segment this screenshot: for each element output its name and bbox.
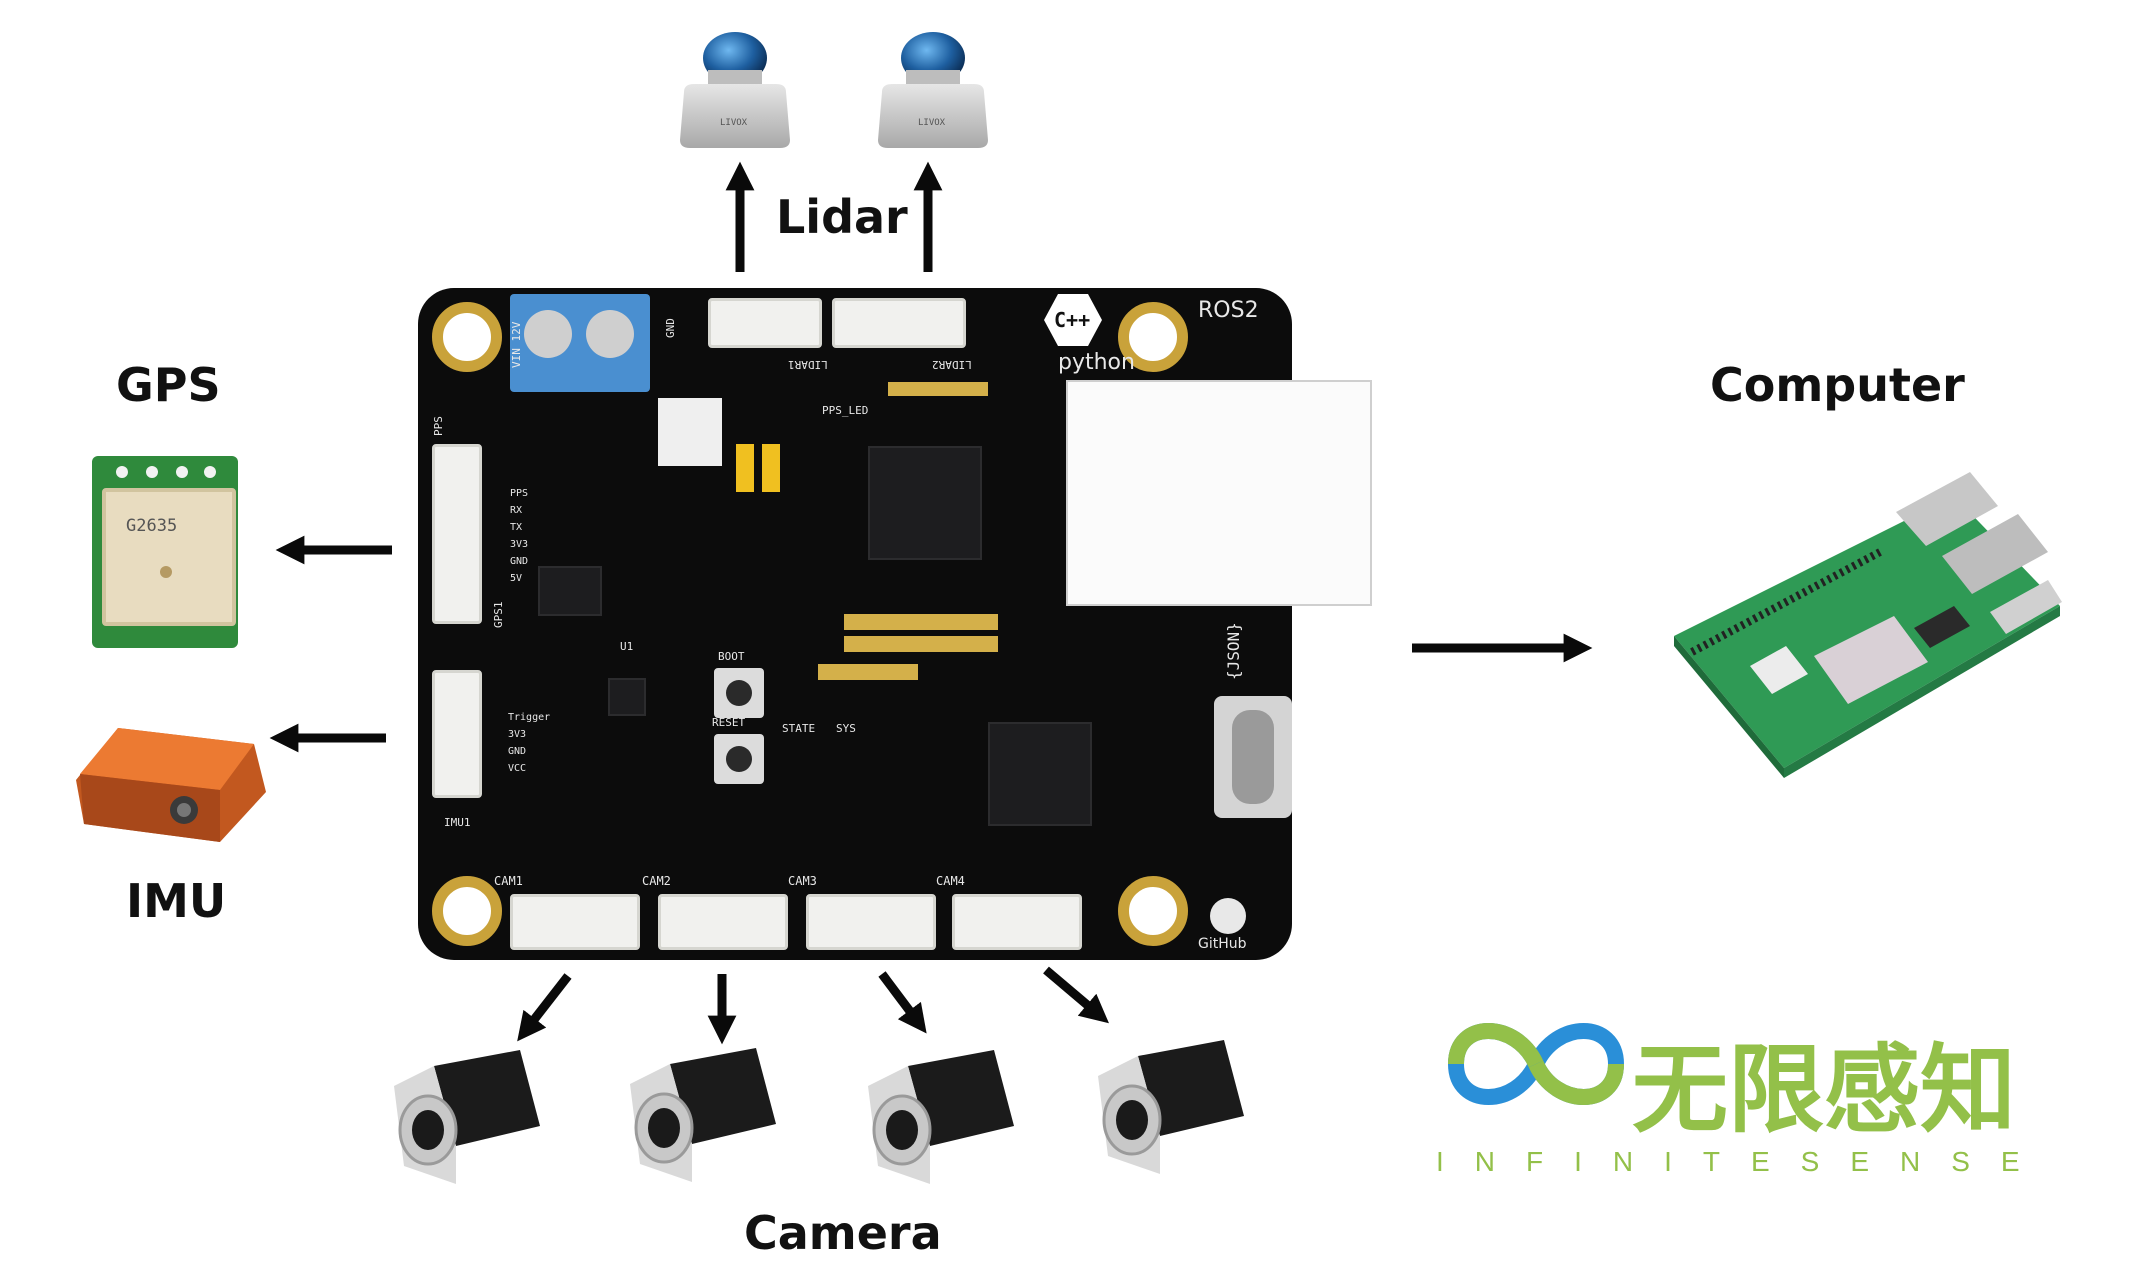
reset-silk: RESET [712,716,746,729]
json-silk: {JSON} [1224,622,1243,680]
usb-c-port[interactable] [1214,696,1292,818]
gps1-pin-labels: PPS RX TX 3V3 GND 5V [510,488,529,584]
gps-module: G2635 [92,456,238,648]
brand-name-cn: 无限感知 [1632,1034,2016,1146]
lidar-label: Lidar [776,190,908,244]
lidar-1-shape-icon [680,32,790,148]
lidar2-connector [832,298,966,348]
computer-device [1664,456,2064,786]
mounting-hole-top-right [1118,302,1188,372]
capacitor-1 [736,444,754,492]
mounting-hole-top-left [432,302,502,372]
cam2-connector [658,894,788,950]
gps-antenna-icon [102,488,236,626]
pps-led-silk: PPS_LED [822,404,869,417]
pps-silk: PPS [432,416,445,436]
camera-1-icon [394,1050,540,1184]
imu1-connector [432,670,482,798]
power-terminal-block [510,294,650,392]
gps-pin-holes [110,464,220,480]
computer-label: Computer [1710,358,1965,412]
sys-silk: SYS [836,722,856,735]
lidar1-silk: LIDAR1 [788,358,828,371]
python-label: python [1058,350,1135,375]
vin-label: VIN 12V [510,321,523,368]
cam3-silk: CAM3 [788,874,817,888]
imu1-silk: IMU1 [444,816,471,829]
gps1-connector [432,444,482,624]
brand-name-en: INFINITESENSE [1436,1146,2051,1177]
main-mcu-chip [868,446,982,560]
raspberry-pi-icon [1674,472,2062,778]
u1-silk: U1 [620,640,634,653]
pad-array-1 [844,614,998,630]
arrow-to-camera4 [1043,966,1109,1024]
imu1-pin-labels: Trigger 3V3 GND VCC [508,712,551,774]
pad-array-4 [888,382,988,396]
infinity-logo-icon [1447,1023,1625,1105]
cam2-silk: CAM2 [642,874,671,888]
cpp-hex-icon [1042,292,1104,348]
imu-device [70,708,274,846]
ros2-label: ROS2 [1198,298,1259,323]
lidar1-connector [708,298,822,348]
arrow-to-camera1 [517,973,572,1042]
ethernet-module [1066,380,1372,606]
cam1-silk: CAM1 [494,874,523,888]
imu-label: IMU [126,874,227,928]
sensor-sync-board: VIN 12V GND LIDAR1 LIDAR2 C++ python ROS… [418,288,1372,960]
github-icon [1210,898,1246,934]
regulator-chip [538,566,602,616]
camera-device-4 [1098,1036,1244,1176]
boot-silk: BOOT [718,650,745,663]
lidar-1-brand: LIVOX [720,118,748,128]
camera-4-icon [1098,1040,1244,1174]
camera-3-icon [868,1050,1014,1184]
gnd-label: GND [664,318,677,338]
cam3-connector [806,894,936,950]
arrow-to-camera3 [878,971,927,1034]
pad-array-2 [844,636,998,652]
cpp-label: C++ [1054,308,1091,332]
gps-label: GPS [116,358,221,412]
reset-button[interactable] [714,734,764,784]
gps1-silk: GPS1 [492,601,505,629]
camera-device-2 [630,1044,776,1184]
camera-label: Camera [744,1206,942,1260]
imu-box-icon [76,728,266,842]
state-silk: STATE [782,722,816,735]
lidar-device-2: LIVOX [870,30,996,150]
boot-button[interactable] [714,668,764,718]
capacitor-2 [762,444,780,492]
github-silk: GitHub [1198,936,1247,952]
mounting-hole-bottom-left [432,876,502,946]
camera-device-1 [394,1046,540,1186]
cam4-silk: CAM4 [936,874,965,888]
pad-array-3 [818,664,918,680]
lidar-2-shape-icon [878,32,988,148]
mounting-hole-bottom-right [1118,876,1188,946]
u1-chip [608,678,646,716]
lidar2-silk: LIDAR2 [932,358,972,371]
crystal-component [658,398,722,466]
brand-logo [1436,1000,1636,1128]
gps-chip-label: G2635 [126,516,178,536]
camera-2-icon [630,1048,776,1182]
cam4-connector [952,894,1082,950]
secondary-mcu-chip [988,722,1092,826]
cam1-connector [510,894,640,950]
lidar-2-brand: LIVOX [918,118,946,128]
lidar-device-1: LIVOX [672,30,798,150]
camera-device-3 [868,1046,1014,1186]
